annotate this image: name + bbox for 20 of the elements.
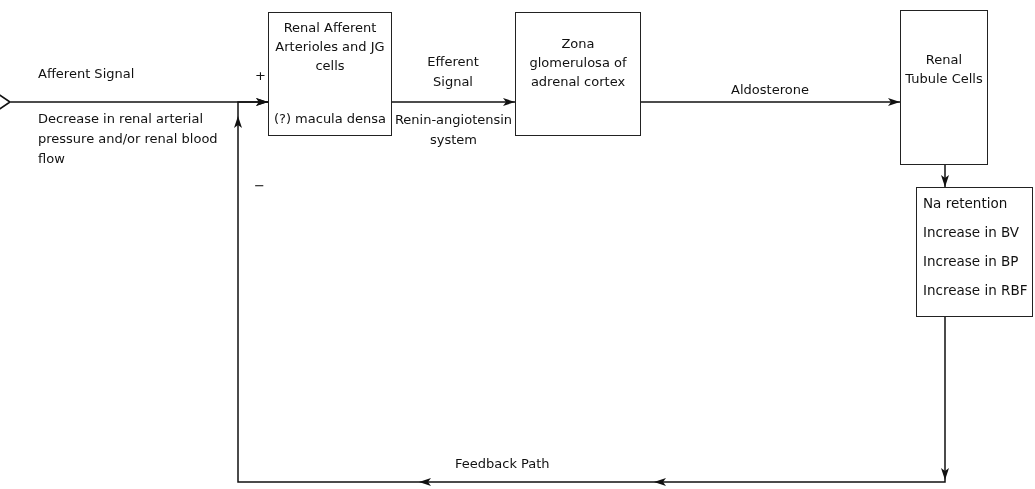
minus-sign: −: [254, 177, 266, 195]
box-note: (?) macula densa: [273, 110, 387, 129]
plus-sign: +: [255, 67, 267, 85]
edge-label: Aldosterone: [730, 81, 810, 99]
effect-text: Increase in BV: [923, 223, 1020, 242]
process-box: [916, 187, 1033, 317]
system-label: Renin-angiotensin system: [393, 111, 514, 150]
process-box: [900, 10, 988, 165]
edge-label: Efferent Signal: [426, 53, 480, 92]
box-title: Renal Tubule Cells: [905, 51, 983, 88]
effect-text: Increase in RBF: [923, 281, 1028, 300]
effect-text: Na retention: [923, 194, 1008, 213]
effect-text: Increase in BP: [923, 252, 1019, 271]
box-title: Zona glomerulosa of adrenal cortex: [528, 35, 628, 91]
process-box: [515, 12, 641, 136]
edge-label: Afferent Signal: [38, 65, 136, 83]
edge-label: Feedback Path: [455, 455, 551, 473]
signal-description: Decrease in renal arterial pressure and/or renal blood flow: [38, 110, 219, 169]
box-title: Renal Afferent Arterioles and JG cells: [274, 19, 386, 75]
process-box: [268, 12, 392, 136]
